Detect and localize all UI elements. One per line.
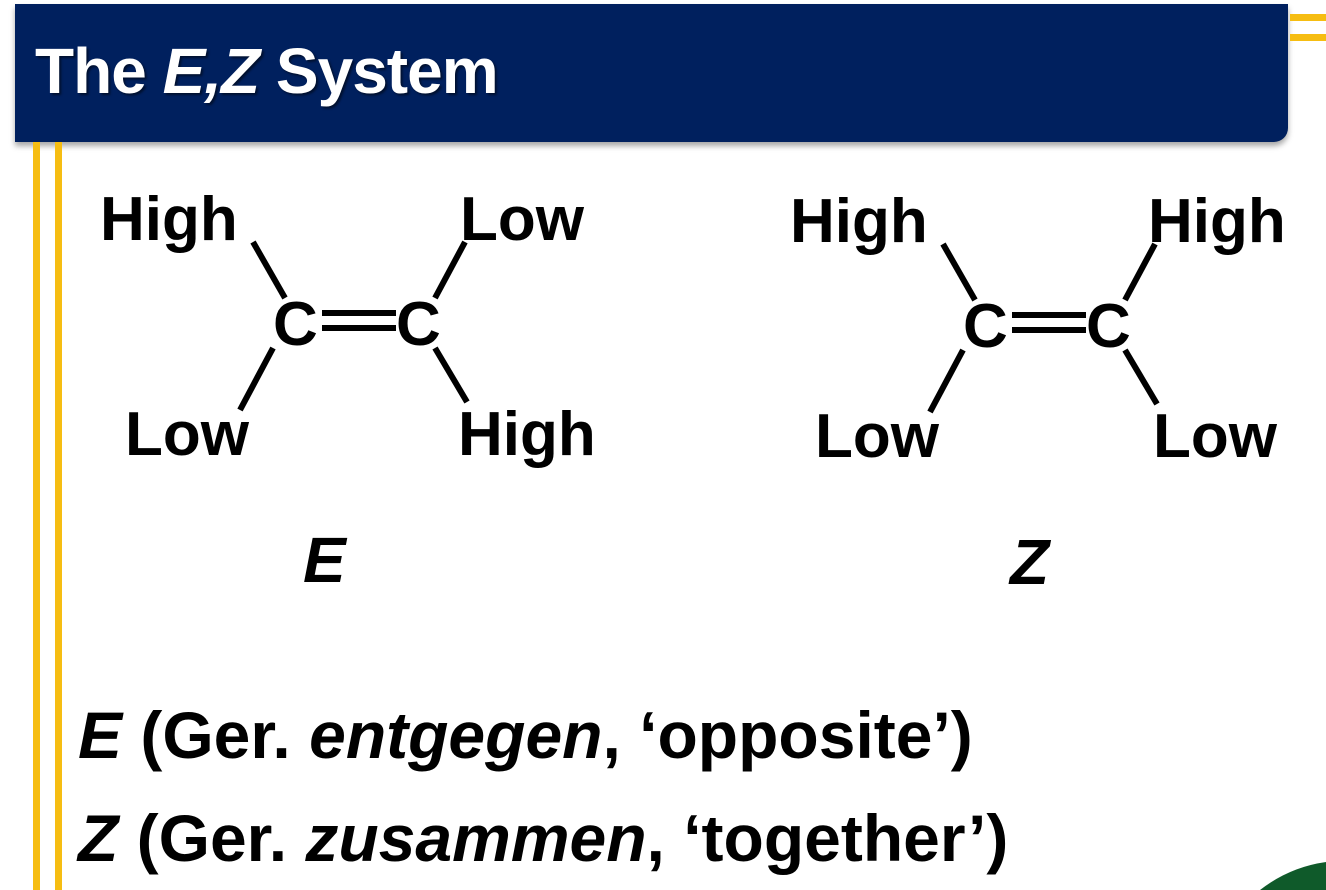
definition-word: entgegen bbox=[309, 698, 603, 772]
title-suffix: System bbox=[259, 35, 499, 107]
title-banner: The E,Z System bbox=[15, 4, 1288, 142]
substituent-label: High bbox=[458, 400, 596, 469]
substituent-label: Low bbox=[1153, 402, 1278, 471]
carbon-atom: C bbox=[396, 290, 441, 359]
accent-line bbox=[33, 142, 40, 890]
carbon-atom: C bbox=[273, 290, 318, 359]
substituent-label: Low bbox=[815, 402, 940, 471]
accent-line bbox=[55, 142, 62, 890]
substituent-label: Low bbox=[125, 400, 250, 469]
substituent-label: High bbox=[1148, 187, 1286, 256]
definition-text: , ‘together’) bbox=[646, 801, 1009, 875]
accent-line bbox=[1290, 34, 1326, 41]
carbon-atom: C bbox=[1086, 292, 1131, 361]
substituent-label: High bbox=[100, 185, 238, 254]
accent-line bbox=[1290, 14, 1326, 21]
definition-word: zusammen bbox=[305, 801, 647, 875]
z-isomer-structure: High High Low Low C C Z bbox=[790, 187, 1286, 598]
logo-arc bbox=[1260, 862, 1326, 890]
e-isomer-structure: High Low Low High C C E bbox=[100, 185, 596, 596]
definition-e: E (Ger. entgegen, ‘opposite’) bbox=[78, 697, 973, 773]
e-label: E bbox=[303, 524, 348, 596]
substituent-label: High bbox=[790, 187, 928, 256]
slide-title: The E,Z System bbox=[35, 34, 499, 108]
definition-text: (Ger. bbox=[118, 801, 306, 875]
substituent-label: Low bbox=[460, 185, 585, 254]
definition-text: (Ger. bbox=[122, 698, 310, 772]
title-prefix: The bbox=[35, 35, 163, 107]
bonds bbox=[237, 240, 470, 412]
carbon-atom: C bbox=[963, 292, 1008, 361]
z-label: Z bbox=[1008, 526, 1052, 598]
definition-text: , ‘opposite’) bbox=[602, 698, 973, 772]
definition-letter: Z bbox=[78, 801, 119, 875]
bonds bbox=[927, 242, 1160, 414]
definition-z: Z (Ger. zusammen, ‘together’) bbox=[78, 800, 1008, 876]
title-italic: E,Z bbox=[162, 35, 261, 107]
definition-letter: E bbox=[78, 698, 123, 772]
